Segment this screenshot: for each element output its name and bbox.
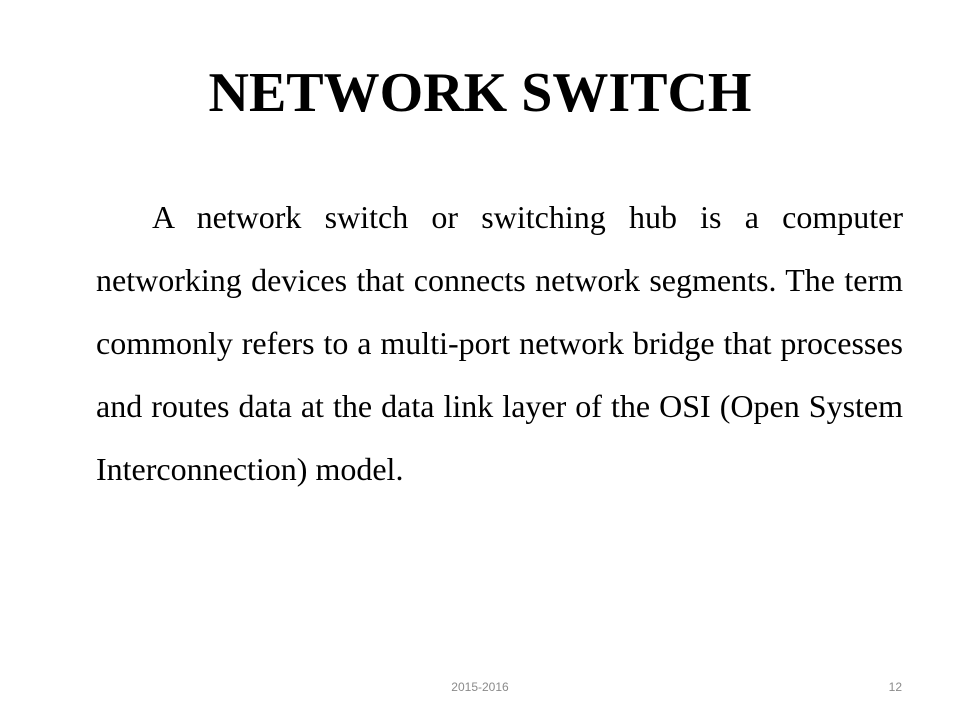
footer-date: 2015-2016 <box>451 680 509 694</box>
slide-number: 12 <box>888 680 902 694</box>
slide-body-paragraph: A network switch or switching hub is a c… <box>96 199 903 487</box>
slide-title: NETWORK SWITCH <box>208 62 752 124</box>
